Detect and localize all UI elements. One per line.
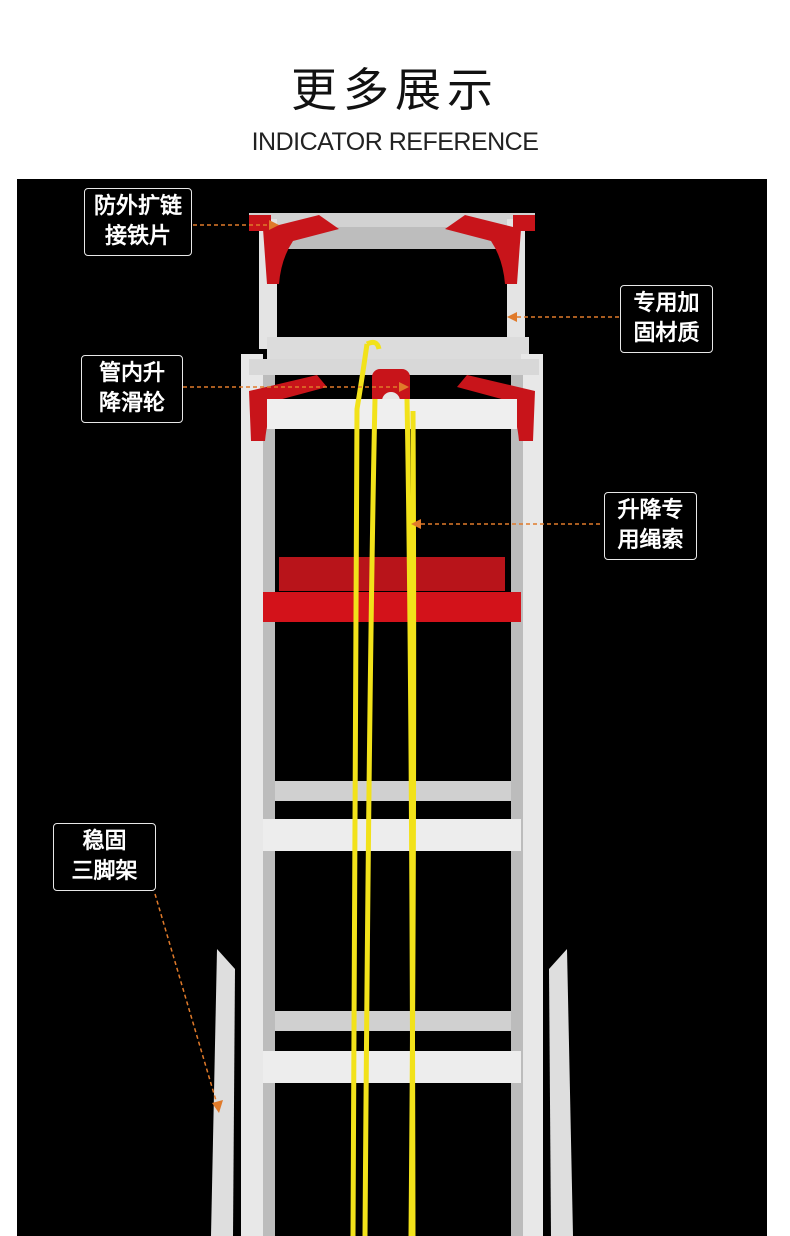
leader-lines [154, 224, 619, 1105]
callout-tripod-line2: 三脚架 [71, 859, 138, 884]
callout-reinforced-material-line1: 专用加 [633, 291, 700, 316]
page-subtitle: INDICATOR REFERENCE [251, 128, 539, 156]
ladder-rungs [263, 557, 521, 1083]
lifting-rope [350, 339, 417, 1236]
callout-rope-line1: 升降专 [617, 498, 684, 523]
callout-rope-line2: 用绳索 [617, 528, 684, 553]
callout-pulley-line2: 降滑轮 [98, 391, 165, 416]
callout-hinge-plate-line1: 防外扩链 [93, 194, 182, 219]
pulley-bracket [249, 369, 535, 441]
ladder-illustration [154, 213, 619, 1236]
callout-reinforced-material: 专用加 固材质 [620, 285, 713, 353]
callout-pulley-line1: 管内升 [98, 361, 165, 386]
callout-rope: 升降专 用绳索 [604, 492, 697, 560]
ladder-rails [241, 354, 543, 1236]
callout-tripod-line1: 稳固 [82, 829, 127, 854]
page-title: 更多展示 [291, 63, 499, 117]
callout-pulley: 管内升 降滑轮 [81, 355, 183, 423]
callout-hinge-plate-line2: 接铁片 [104, 224, 171, 249]
callout-hinge-plate: 防外扩链 接铁片 [84, 188, 192, 256]
top-platform [249, 213, 535, 365]
callout-tripod: 稳固 三脚架 [53, 823, 156, 891]
tripod-legs [211, 949, 573, 1236]
callout-reinforced-material-line2: 固材质 [633, 321, 700, 346]
product-photo: 防外扩链 接铁片 专用加 固材质 管内升 降滑轮 升降专 用绳索 稳固 三脚架 [17, 179, 767, 1236]
